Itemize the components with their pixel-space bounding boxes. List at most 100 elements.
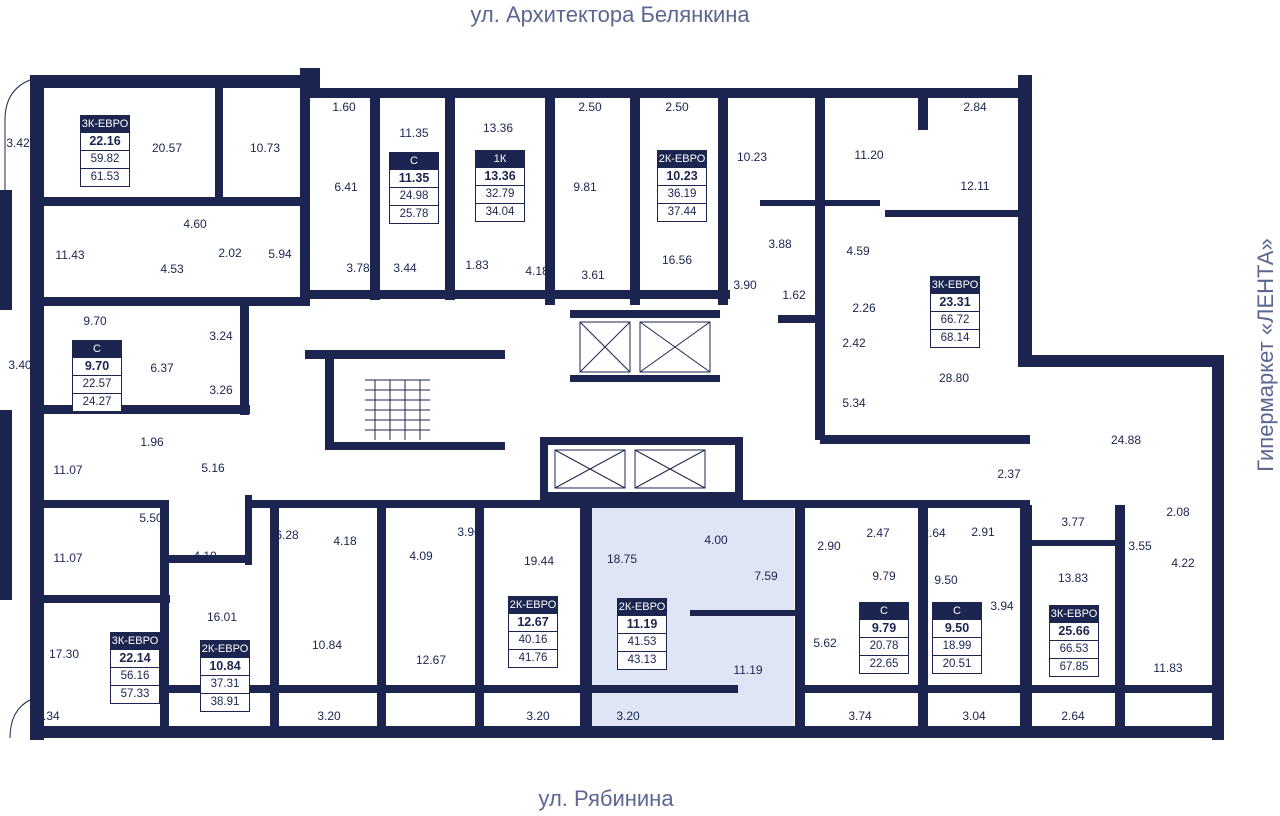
apartment-area: 66.72	[931, 311, 979, 329]
room-area: 4.18	[525, 264, 549, 278]
room-area: 13.83	[1057, 571, 1089, 585]
apartment-area: 40.16	[509, 631, 557, 649]
apartment-type: 2К-ЕВРО	[201, 641, 249, 658]
street-label-bottom: ул. Рябинина	[538, 786, 674, 811]
room-area: 11.07	[53, 463, 83, 477]
room-area: 6.28	[275, 528, 299, 542]
room-area: 19.44	[523, 554, 555, 568]
room-area: 1.96	[140, 435, 164, 449]
room-area: 2.84	[963, 100, 987, 114]
room-area: 2.42	[842, 336, 866, 350]
apartment-type: 3К-ЕВРО	[81, 116, 129, 133]
room-area: 9.81	[573, 180, 597, 194]
living-area: 9.79	[871, 621, 897, 635]
room-area: 3.44	[393, 261, 417, 275]
room-area: 5.16	[201, 461, 225, 475]
room-area: 4.53	[160, 262, 184, 276]
total-area: 43.13	[618, 651, 666, 669]
apartment-type: 2К-ЕВРО	[658, 151, 706, 168]
room-area: 3.78	[346, 261, 370, 275]
room-area: 12.67	[415, 653, 447, 667]
room-area: 13.36	[482, 121, 514, 135]
room-area: 2.64	[922, 526, 946, 540]
room-area: 16.56	[661, 253, 693, 267]
room-area: 3.88	[768, 237, 792, 251]
room-area: 11.07	[53, 551, 83, 565]
living-area: 9.50	[944, 621, 970, 635]
room-area: 3.26	[209, 383, 233, 397]
apartment-type: 2К-ЕВРО	[618, 599, 666, 616]
total-area: 41.76	[509, 649, 557, 667]
room-area: 4.00	[704, 533, 728, 547]
room-area: 10.84	[311, 638, 343, 652]
room-area: 3.40	[8, 358, 32, 372]
room-area: 5.50	[139, 511, 163, 525]
total-area: 25.78	[390, 205, 438, 223]
room-area: 1.62	[782, 288, 806, 302]
room-area: 3.94	[990, 599, 1014, 613]
room-area: 4.09	[409, 549, 433, 563]
apartment-type: 3К-ЕВРО	[931, 277, 979, 294]
living-area: 12.67	[517, 615, 549, 629]
total-area: 20.51	[933, 655, 981, 673]
room-area: 3.74	[848, 709, 872, 723]
room-area: 4.60	[183, 217, 207, 231]
room-area: 17.30	[48, 647, 80, 661]
living-area: 22.16	[89, 134, 121, 148]
room-area: 2.02	[218, 246, 242, 260]
living-area: 22.14	[119, 651, 151, 665]
room-area: 11.20	[854, 148, 884, 162]
apartment-area: 59.82	[81, 150, 129, 168]
apartment-type: С	[73, 341, 121, 358]
apartment-area: 41.53	[618, 633, 666, 651]
apartment-area: 22.57	[73, 375, 121, 393]
room-area: 2.47	[866, 526, 890, 540]
room-area: 1.83	[465, 258, 489, 272]
room-area: 11.83	[1153, 661, 1183, 675]
room-area: 3.20	[616, 709, 640, 723]
total-area: 38.91	[201, 693, 249, 711]
room-area: 11.19	[733, 663, 763, 677]
room-area: 5.34	[842, 396, 866, 410]
room-area: 2.08	[1166, 505, 1190, 519]
room-area: 2.37	[997, 467, 1021, 481]
living-area: 13.36	[484, 169, 516, 183]
room-area: 10.73	[249, 141, 281, 155]
room-area: 12.11	[960, 179, 990, 193]
apartment-area: 32.79	[476, 185, 524, 203]
room-area: 11.43	[55, 248, 85, 262]
room-area: 6.41	[334, 180, 358, 194]
room-area: 9.70	[83, 314, 107, 328]
room-area: 9.79	[872, 569, 896, 583]
total-area: 22.65	[860, 655, 908, 673]
apartment-area: 37.31	[201, 675, 249, 693]
room-area: 3.04	[962, 709, 986, 723]
room-area: 3.77	[1061, 515, 1085, 529]
apartment-area: 20.78	[860, 637, 908, 655]
room-area: 3.96	[457, 525, 481, 539]
room-area: 1.60	[332, 100, 356, 114]
total-area: 61.53	[81, 168, 129, 186]
room-area: 28.80	[938, 371, 970, 385]
room-area: 3.20	[526, 709, 550, 723]
total-area: 34.04	[476, 203, 524, 221]
room-area: 4.59	[846, 244, 870, 258]
room-area: 2.50	[578, 100, 602, 114]
living-area: 11.35	[398, 171, 430, 185]
living-area: 10.23	[666, 169, 698, 183]
living-area: 10.84	[209, 659, 241, 673]
